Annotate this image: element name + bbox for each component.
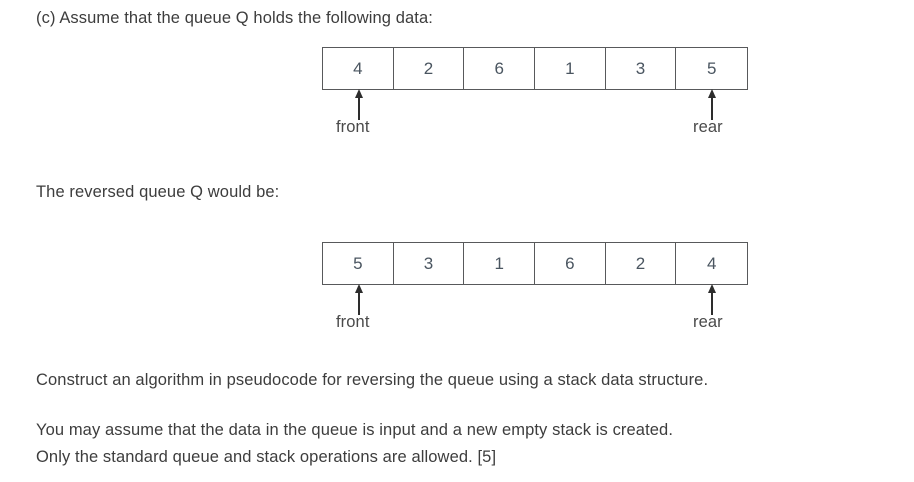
- front-pointer-label: front: [336, 118, 370, 136]
- arrow-shaft: [711, 96, 713, 120]
- queue-cell: 3: [393, 243, 465, 284]
- queue-row: 5 3 1 6 2 4: [322, 242, 748, 285]
- original-queue-diagram: 4 2 6 1 3 5 front rear: [322, 47, 748, 136]
- queue-cell: 2: [393, 48, 465, 89]
- queue-cell: 5: [323, 243, 394, 284]
- queue-cell: 6: [464, 48, 536, 89]
- queue-cell: 6: [535, 243, 606, 284]
- arrow-up-icon: [354, 284, 363, 293]
- queue-cell: 1: [464, 243, 536, 284]
- arrow-shaft: [358, 96, 360, 120]
- construct-instruction-text: Construct an algorithm in pseudocode for…: [36, 371, 709, 389]
- queue-cell: 4: [323, 48, 394, 89]
- question-intro-text: (c) Assume that the queue Q holds the fo…: [36, 9, 433, 27]
- queue-cell: 3: [605, 48, 677, 89]
- queue-cell: 2: [605, 243, 677, 284]
- rear-pointer-label: rear: [693, 118, 723, 136]
- rear-pointer-label: rear: [693, 313, 723, 331]
- arrow-shaft: [358, 291, 360, 315]
- queue-row: 4 2 6 1 3 5: [322, 47, 748, 90]
- queue-cell: 4: [676, 243, 748, 284]
- front-pointer-label: front: [336, 313, 370, 331]
- arrow-up-icon: [707, 284, 716, 293]
- arrow-up-icon: [707, 89, 716, 98]
- assumption-text-line-1: You may assume that the data in the queu…: [36, 421, 674, 439]
- queue-cell: 1: [535, 48, 606, 89]
- reversed-intro-text: The reversed queue Q would be:: [36, 183, 280, 201]
- reversed-queue-diagram: 5 3 1 6 2 4 front rear: [322, 242, 748, 331]
- queue-cell: 5: [676, 48, 748, 89]
- assumption-text-line-2: Only the standard queue and stack operat…: [36, 448, 497, 466]
- arrow-up-icon: [354, 89, 363, 98]
- arrow-shaft: [711, 291, 713, 315]
